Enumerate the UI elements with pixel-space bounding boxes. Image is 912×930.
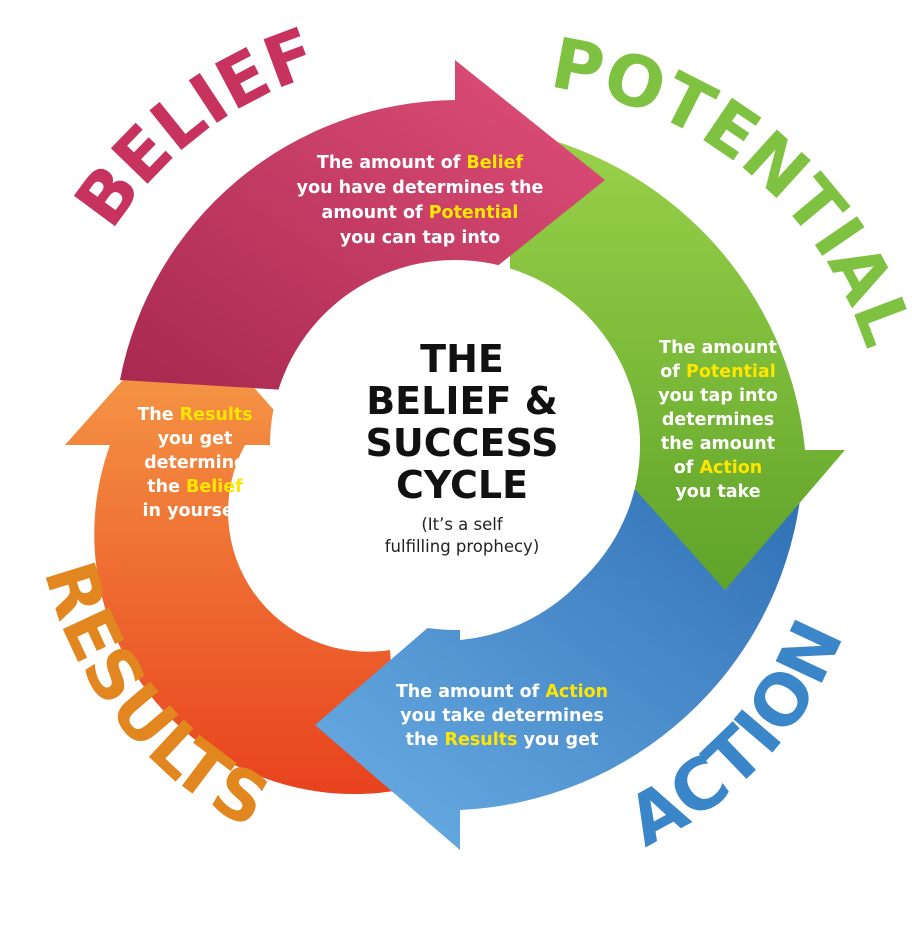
belief-description-line: you have determines the [297, 178, 544, 198]
center-subtitle-line: (It’s a self [421, 515, 504, 534]
segment-descriptions: The amount of Belief you have determines … [137, 153, 777, 750]
potential-description-line: you take [675, 482, 760, 502]
potential-arrow [510, 130, 845, 590]
belief-arrow [120, 60, 605, 390]
results-description-line: determine [144, 453, 246, 473]
potential-description-line: you tap into [658, 386, 778, 406]
potential-description-line: The amount [659, 338, 777, 358]
center-title-line: THE [420, 337, 504, 381]
action-description-line: the Results you get [406, 730, 599, 750]
potential-description: The amount of Potential you tap into determ… [658, 338, 778, 502]
belief-description-line: amount of Potential [322, 203, 519, 223]
potential-description-line: the amount [661, 434, 775, 454]
belief-description-line: The amount of Belief [317, 153, 524, 173]
action-description-line: The amount of Action [396, 682, 608, 702]
center-title-line: SUCCESS [366, 421, 559, 465]
action-description: The amount of Action you take determines t… [396, 682, 608, 750]
results-description-line: The Results [137, 405, 252, 425]
results-description-line: in yourself [143, 501, 248, 521]
action-description-line: you take determines [400, 706, 604, 726]
potential-description-line: of Potential [660, 362, 775, 382]
belief-description: The amount of Belief you have determines … [297, 153, 544, 248]
belief-description-line: you can tap into [340, 228, 500, 248]
results-description-line: the Belief [147, 477, 243, 497]
action-arrow [315, 480, 800, 850]
results-description-line: you get [158, 429, 233, 449]
center-title-line: BELIEF & [366, 379, 558, 423]
center-title-line: CYCLE [396, 463, 528, 507]
potential-description-line: of Action [674, 458, 763, 478]
cycle-arrows [65, 60, 845, 850]
results-description: The Results you get determine the Belief in … [137, 405, 252, 521]
center-subtitle-line: fulfilling prophecy) [385, 537, 540, 556]
results-arrow [65, 310, 400, 795]
potential-description-line: determines [662, 410, 774, 430]
center-circle [270, 260, 640, 630]
